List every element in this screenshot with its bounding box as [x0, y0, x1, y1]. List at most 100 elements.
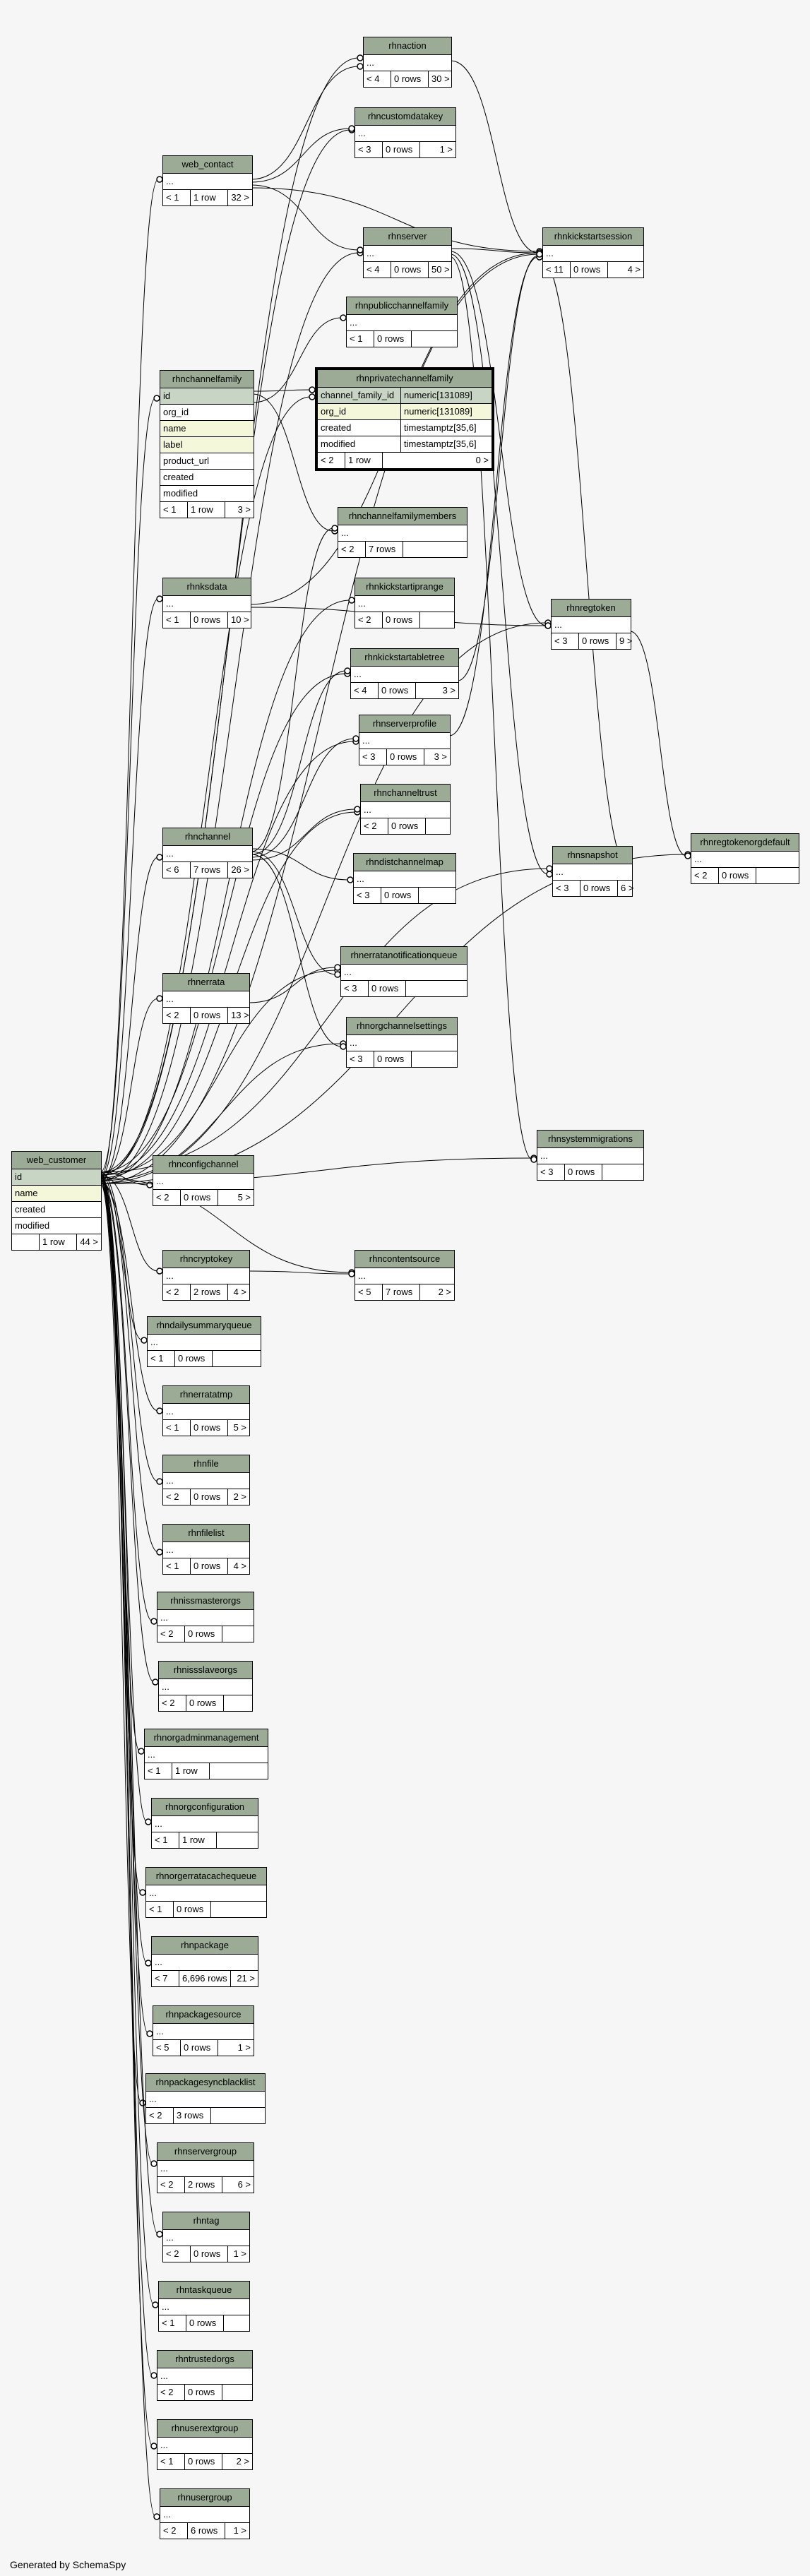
- table-column: ...: [145, 1747, 268, 1763]
- relationship-endpoint-icon: [334, 964, 341, 971]
- table-header: rhnissslaveorgs: [159, 1662, 252, 1679]
- parent-count: < 2: [361, 818, 388, 834]
- relationship-endpoint-icon: [340, 314, 347, 321]
- parent-count: < 1: [146, 1902, 174, 1917]
- table-column: ...: [543, 246, 643, 262]
- parent-count: < 4: [364, 262, 391, 278]
- table-header: web_customer: [12, 1152, 101, 1169]
- table-column: ...: [157, 2161, 254, 2177]
- table-column: ...: [537, 1148, 643, 1164]
- table-header: rhntrustedorgs: [157, 2351, 252, 2368]
- relationship-endpoint-icon: [156, 1478, 163, 1485]
- table-column: ...: [163, 1473, 249, 1489]
- table-column: ...: [354, 871, 455, 888]
- table-column: ...: [163, 1542, 249, 1558]
- parent-count: < 2: [163, 1284, 191, 1300]
- table-header: rhnorgconfiguration: [152, 1799, 258, 1816]
- column-name: ...: [341, 527, 349, 538]
- table-header: rhnservergroup: [157, 2143, 254, 2161]
- table-header: rhnorgchannelsettings: [347, 1018, 457, 1035]
- table-header: rhnerratanotificationqueue: [341, 947, 467, 965]
- parent-count: < 7: [152, 1971, 179, 1986]
- child-count: [222, 2385, 252, 2400]
- table-column: label: [160, 437, 254, 453]
- relationship-edge: [251, 128, 351, 183]
- row-count: 0 rows: [186, 2315, 224, 2331]
- row-count: 0 rows: [191, 2246, 228, 2262]
- column-name: ...: [358, 598, 366, 609]
- column-name: ...: [367, 248, 374, 258]
- row-count: 0 rows: [379, 683, 416, 698]
- relationship-edge: [100, 396, 311, 1176]
- column-type: numeric[131089]: [400, 388, 489, 403]
- child-count: [222, 1626, 254, 1642]
- table-column: ...: [338, 525, 467, 542]
- child-count: 3 >: [434, 751, 447, 762]
- table-column: ...: [146, 1885, 266, 1902]
- column-name: ...: [156, 2026, 164, 2037]
- child-count: 4 >: [627, 264, 641, 275]
- relationship-endpoint-icon: [156, 176, 163, 183]
- parent-count: < 1: [152, 1832, 179, 1848]
- parent-count: < 2: [157, 1626, 185, 1642]
- child-count: [420, 612, 454, 628]
- row-count: 3 rows: [174, 2108, 211, 2123]
- relationship-edge: [450, 251, 547, 626]
- column-name: product_url: [163, 455, 210, 466]
- table-column: name: [12, 1186, 101, 1202]
- table-header: rhnfile: [163, 1455, 249, 1473]
- relationship-endpoint-icon: [150, 2160, 157, 2167]
- relationship-edge: [248, 1270, 351, 1275]
